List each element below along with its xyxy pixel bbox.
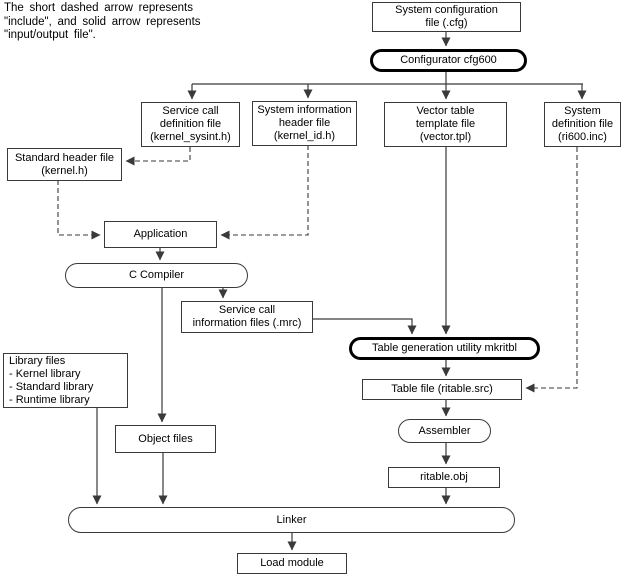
node-configurator-cfg600: Configurator cfg600	[370, 49, 527, 72]
node-load-module: Load module	[237, 553, 347, 574]
node-label: System information	[257, 104, 352, 116]
node-table-file: Table file (ritable.src)	[362, 379, 522, 400]
node-label: - Runtime library	[9, 393, 90, 406]
node-label: (ri600.inc)	[558, 131, 607, 143]
include-sysdeffile-to-tablefile	[525, 147, 578, 393]
node-standard-header-file: Standard header file (kernel.h)	[7, 148, 122, 181]
node-label: file (.cfg)	[425, 17, 468, 29]
node-service-call-definition-file: Service call definition file (kernel_sys…	[141, 102, 240, 147]
node-system-configuration-file: System configuration file (.cfg)	[372, 2, 521, 32]
node-label: Application	[133, 228, 188, 240]
node-label: Table generation utility mkritbl	[372, 342, 517, 354]
node-label: Load module	[260, 557, 324, 569]
node-library-files: Library files - Kernel library - Standar…	[3, 353, 128, 408]
node-label: Library files	[9, 354, 66, 367]
include-sysinfoheader-to-application	[220, 145, 309, 240]
node-label: System configuration	[395, 4, 498, 16]
node-service-call-information-files: Service call information files (.mrc)	[181, 301, 313, 333]
include-stdheader-to-application	[57, 180, 101, 240]
legend-note-line: The short dashed arrow represents	[4, 2, 193, 14]
node-linker: Linker	[68, 507, 515, 533]
node-label: (kernel_sysint.h)	[150, 131, 231, 143]
legend-note: The short dashed arrow represents "inclu…	[4, 2, 242, 43]
node-label: Standard header file	[14, 151, 115, 164]
node-label: (vector.tpl)	[419, 131, 472, 143]
legend-note-line: "include", and solid arrow represents	[4, 15, 201, 28]
node-label: header file	[278, 117, 331, 129]
node-label: template file	[415, 118, 476, 130]
node-label: System	[564, 105, 601, 117]
node-label: (kernel.h)	[41, 164, 88, 177]
node-label: - Kernel library	[9, 367, 81, 380]
node-c-compiler: C Compiler	[65, 263, 248, 288]
node-assembler: Assembler	[398, 419, 491, 443]
node-label: - Standard library	[9, 380, 94, 393]
node-label: definition file	[551, 118, 614, 130]
node-label: information files (.mrc)	[192, 317, 302, 329]
legend-note-line: "input/output file".	[4, 29, 96, 41]
arrow-mrc-to-mkritbl	[313, 318, 417, 335]
node-label: Vector table	[416, 105, 475, 117]
node-label: Service call	[218, 304, 276, 316]
node-application: Application	[104, 221, 217, 248]
node-label: Object files	[138, 432, 193, 445]
node-label: Service call	[162, 105, 219, 117]
node-label: C Compiler	[128, 269, 184, 281]
node-object-files: Object files	[115, 425, 216, 453]
node-label: definition file	[159, 118, 222, 130]
node-label: Assembler	[418, 424, 471, 437]
node-table-generation-utility-mkritbl: Table generation utility mkritbl	[349, 337, 540, 360]
node-system-definition-file: System definition file (ri600.inc)	[544, 102, 621, 147]
node-label: ritable.obj	[420, 471, 468, 483]
node-ritable-obj: ritable.obj	[388, 467, 500, 488]
node-label: (kernel_id.h)	[273, 130, 336, 142]
node-label: Configurator cfg600	[400, 54, 497, 66]
node-vector-table-template-file: Vector table template file (vector.tpl)	[384, 102, 507, 147]
node-system-information-header-file: System information header file (kernel_i…	[252, 101, 357, 146]
node-label: Linker	[276, 513, 307, 526]
node-label: Table file (ritable.src)	[391, 383, 493, 395]
include-servicecalldef-to-stdheader	[125, 147, 191, 166]
